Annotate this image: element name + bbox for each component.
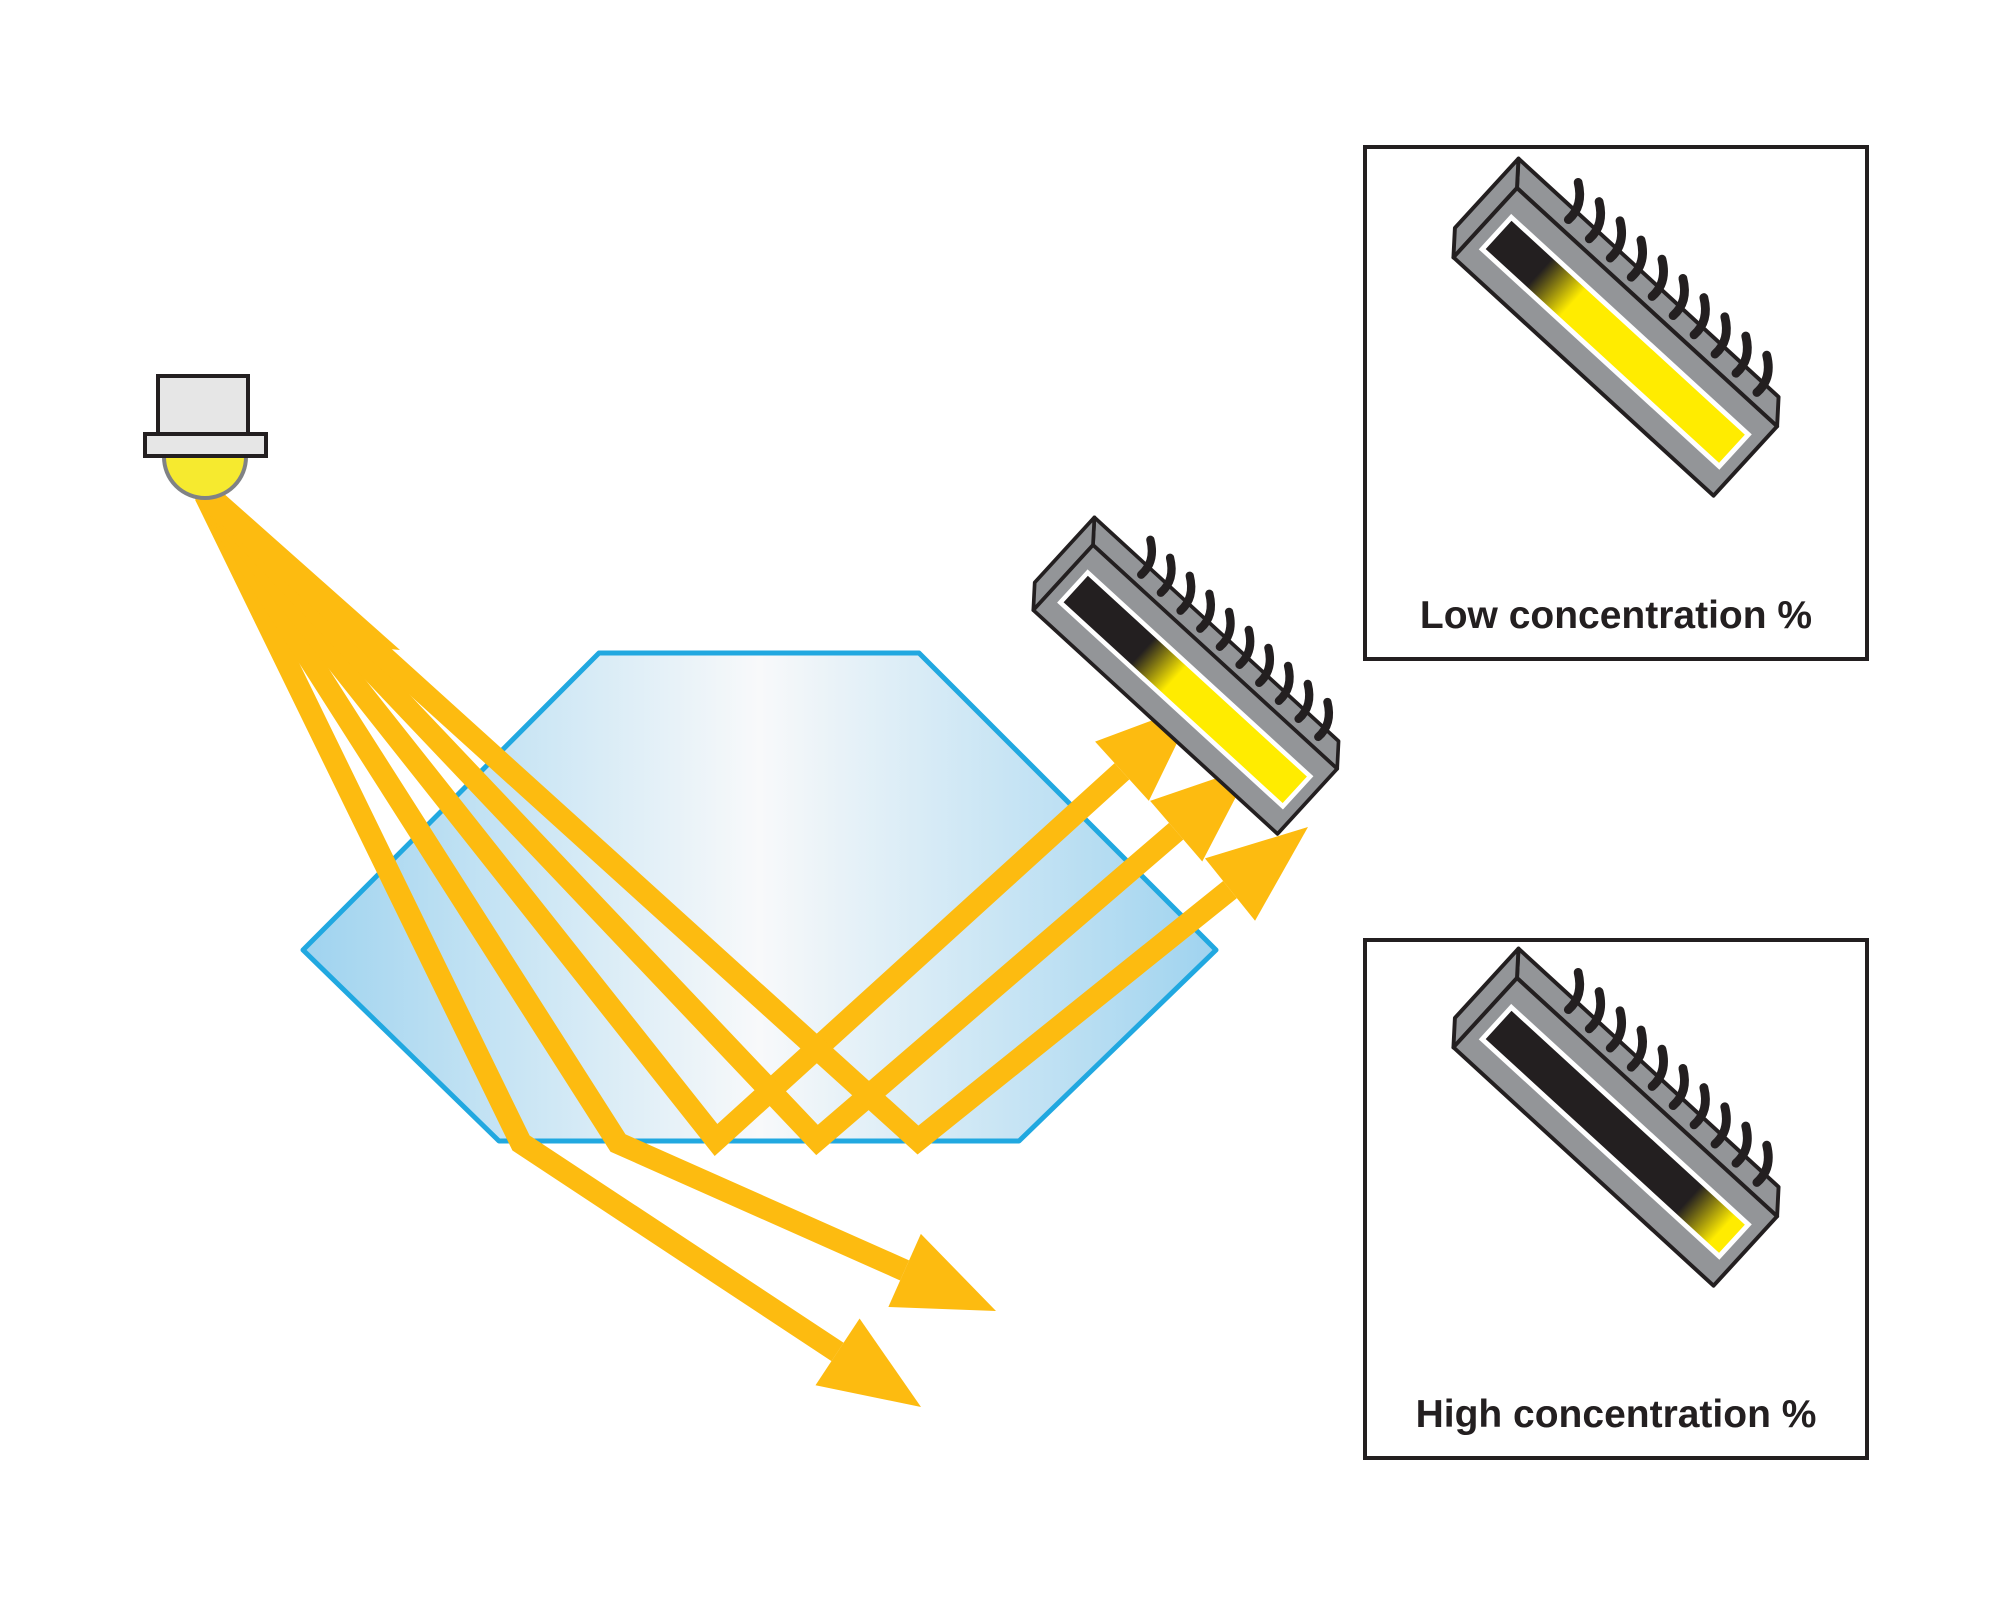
led-housing-top	[156, 374, 250, 436]
sensor-pin-icon	[1196, 589, 1216, 633]
sensor-pin-icon	[1215, 607, 1235, 651]
low-concentration-sensor	[1451, 156, 1781, 498]
sensor-window	[1478, 1003, 1752, 1260]
sensor-pin-icon	[1647, 254, 1668, 301]
arrow-head-icon	[815, 1318, 921, 1407]
transmitted-beam-1	[195, 490, 921, 1407]
sensor-pin-icon	[1710, 312, 1731, 359]
main-sensor	[1031, 515, 1341, 836]
sensor-pin-icon	[1710, 1102, 1731, 1149]
sensor-pin-icon	[1584, 197, 1606, 244]
reflected-beam-2	[197, 487, 1252, 1156]
transmitted-beam-2	[195, 489, 996, 1311]
sensor-pin-icon	[1605, 1006, 1627, 1053]
sensor-pin-icon	[1626, 235, 1647, 282]
panel-high-frame	[1363, 938, 1869, 1460]
beam-shaft	[195, 490, 844, 1362]
arrow-head-icon	[1204, 827, 1308, 921]
arrow-head-icon	[888, 1233, 996, 1311]
sensor-pin-icon	[1752, 350, 1773, 397]
sensor-pin-icon	[1137, 535, 1157, 579]
sensor-pin-icon	[1752, 1140, 1773, 1187]
sensor-pin-icon	[1156, 553, 1176, 597]
sensor-pin-icon	[1235, 625, 1255, 669]
beam-shaft	[195, 489, 910, 1281]
sensor-pin-icon	[1314, 697, 1334, 742]
sensor-pin-icon	[1668, 1063, 1689, 1111]
sensor-pin-icon	[1605, 216, 1627, 263]
sensor-pin-icon	[1731, 1121, 1752, 1168]
sensor-pin-icon	[1689, 1083, 1710, 1130]
sensor-pin-icon	[1294, 679, 1314, 724]
sensor-pin-icon	[1689, 293, 1710, 340]
beam-shaft	[197, 486, 1237, 1155]
panel-low-concentration: Low concentration %	[1363, 145, 1869, 661]
panel-low-label: Low concentration %	[1420, 594, 1812, 637]
panel-high-concentration: High concentration %	[1363, 938, 1869, 1460]
arrow-head-icon	[1150, 766, 1252, 862]
sensor-pin-icon	[1255, 643, 1275, 687]
high-concentration-sensor	[1451, 946, 1781, 1288]
sensor-pin-icon	[1563, 177, 1585, 225]
sensor-pin-icon	[1668, 273, 1689, 321]
beam-shaft	[197, 487, 1184, 1156]
sensor-pin-icon	[1176, 571, 1196, 615]
sensor-window	[1057, 569, 1314, 810]
sensor-pin-icon	[1584, 987, 1606, 1034]
sensor-pin-icon	[1274, 661, 1294, 706]
sensor-pin-icon	[1626, 1025, 1647, 1072]
sensor-pin-icon	[1731, 331, 1752, 378]
panel-high-label: High concentration %	[1416, 1393, 1817, 1436]
light-beams	[190, 486, 1308, 1407]
sensor-window	[1478, 213, 1752, 470]
sensor-pin-icon	[1647, 1044, 1668, 1091]
led-housing-flange	[143, 432, 268, 458]
led-light-source	[143, 374, 268, 500]
beam-shaft	[196, 488, 1130, 1157]
reflected-beam-3	[197, 486, 1308, 1155]
sensor-pin-icon	[1563, 967, 1585, 1015]
